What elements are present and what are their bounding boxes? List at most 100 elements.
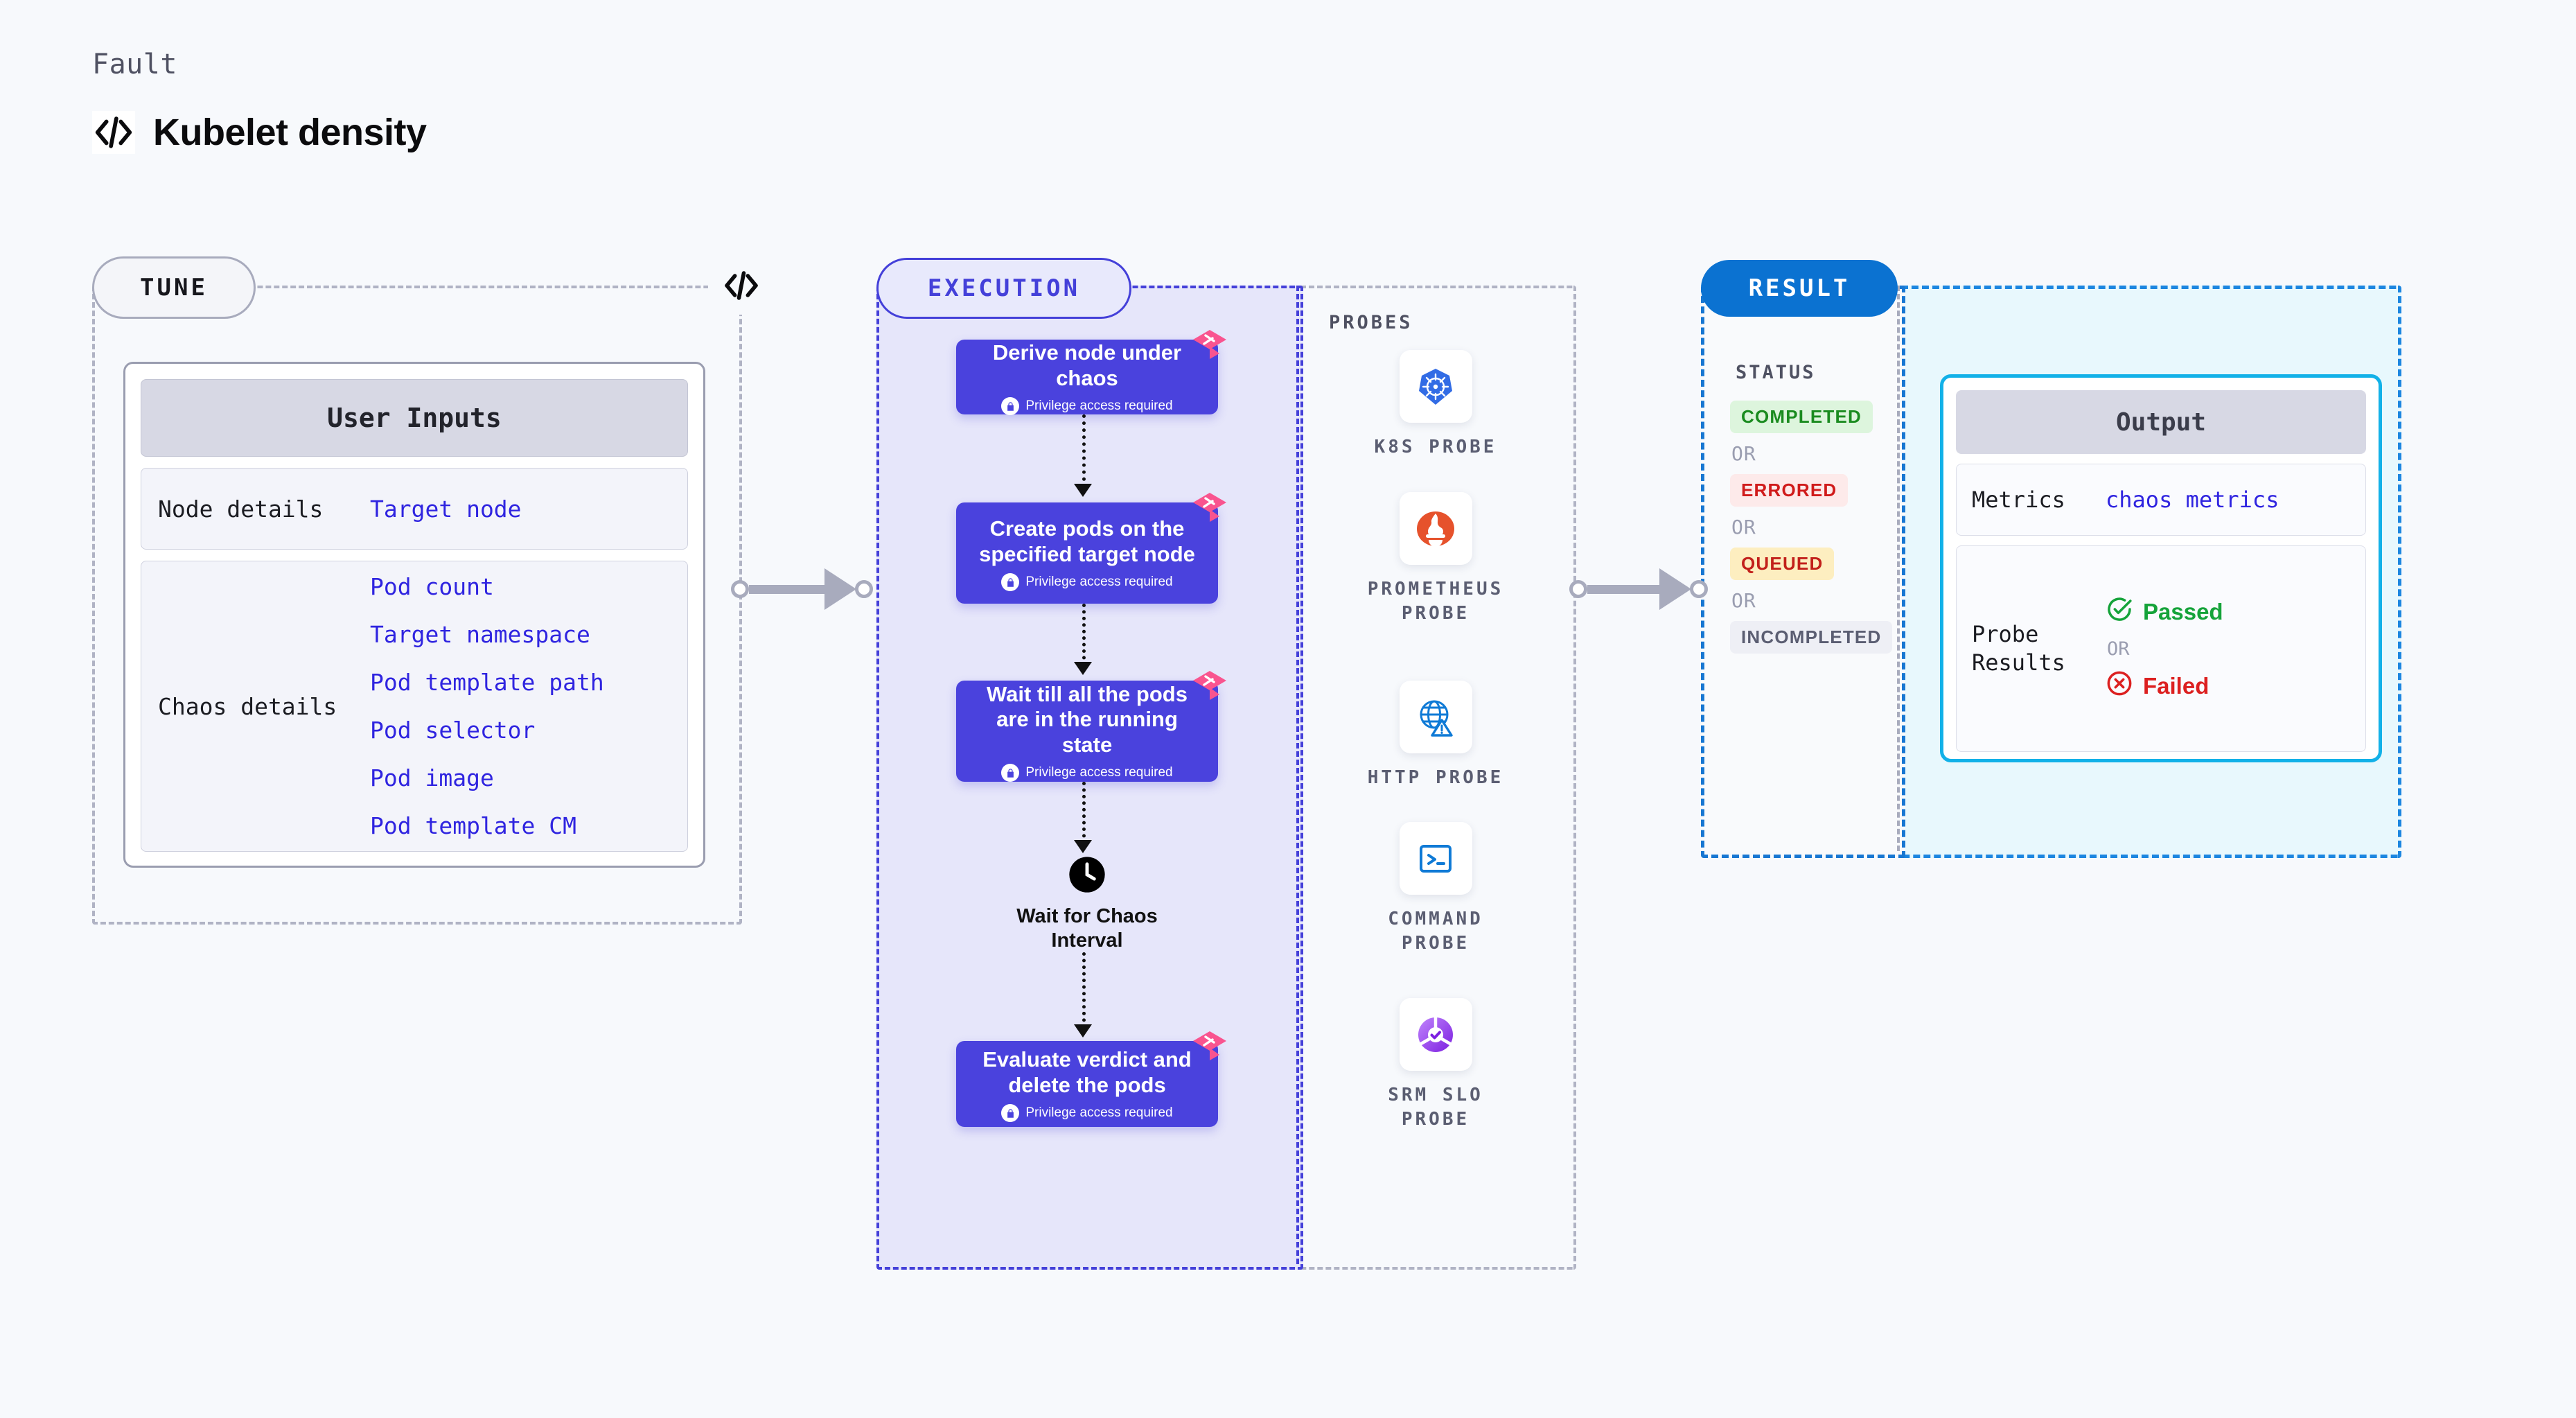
status-title: STATUS [1736, 362, 1816, 383]
output-metrics-row: Metrics chaos metrics [1956, 464, 2366, 536]
execution-step-1[interactable]: Derive node under chaos Privilege access… [956, 330, 1226, 416]
probe-command[interactable]: COMMAND PROBE [1298, 822, 1573, 956]
execution-step-4-title: Evaluate verdict and delete the pods [982, 1047, 1192, 1097]
input-target-node[interactable]: Target node [370, 495, 522, 523]
input-pod-count[interactable]: Pod count [370, 573, 494, 600]
harness-logo-icon [1189, 667, 1230, 703]
result-chip[interactable]: RESULT [1701, 260, 1898, 317]
execution-step-3-privilege-text: Privilege access required [1025, 765, 1173, 780]
verdict-passed: Passed [2106, 595, 2223, 629]
output-metrics-label: Metrics [1972, 486, 2065, 513]
status-badge-errored: ERRORED [1730, 474, 1849, 507]
prometheus-icon [1399, 492, 1472, 565]
status-or-2: OR [1731, 516, 1756, 539]
status-or-3: OR [1731, 589, 1756, 612]
verdict-passed-label: Passed [2143, 598, 2223, 624]
execution-step-4-privilege: Privilege access required [1001, 1104, 1173, 1123]
probe-srm-slo[interactable]: SRM SLO PROBE [1298, 998, 1573, 1132]
connector-execution-to-result [1569, 568, 1708, 610]
harness-logo-icon [1189, 1027, 1230, 1063]
execution-step-2-privilege: Privilege access required [1001, 573, 1173, 592]
lock-icon [1001, 397, 1020, 416]
clock-icon [1068, 855, 1106, 898]
execution-step-1-privilege-text: Privilege access required [1025, 399, 1173, 414]
execution-arrow-4-head [1074, 1024, 1092, 1038]
page-title: Kubelet density [153, 112, 427, 153]
wait-for-chaos-interval-node: Wait for Chaos Interval [876, 855, 1298, 953]
probe-k8s[interactable]: K8S PROBE [1298, 350, 1573, 459]
chaos-details-values: Pod count Target namespace Pod template … [370, 573, 604, 839]
status-list: COMPLETED OR ERRORED OR QUEUED OR INCOMP… [1730, 401, 1903, 654]
execution-arrow-3 [1082, 782, 1086, 844]
execution-arrow-2 [1082, 604, 1086, 666]
input-pod-template-path[interactable]: Pod template path [370, 669, 604, 696]
input-pod-image[interactable]: Pod image [370, 764, 494, 791]
result-output-divider [1897, 286, 1900, 851]
lock-icon [1001, 764, 1020, 782]
node-details-section: Node details Target node [141, 468, 688, 550]
node-details-values: Target node [370, 496, 522, 523]
output-probe-results-row: Probe Results Passed OR [1956, 545, 2366, 752]
connector-start-dot [1569, 580, 1587, 598]
harness-logo-icon [1189, 489, 1230, 525]
execution-step-3-title: Wait till all the pods are in the runnin… [987, 681, 1188, 757]
wait-for-chaos-interval-label: Wait for Chaos Interval [1016, 905, 1158, 952]
execution-arrow-1-head [1074, 484, 1092, 497]
kubernetes-icon [1399, 350, 1472, 423]
execution-chip[interactable]: EXECUTION [876, 258, 1131, 319]
connector-end-dot [1690, 580, 1708, 598]
execution-step-4[interactable]: Evaluate verdict and delete the pods Pri… [956, 1031, 1226, 1127]
connector-start-dot [731, 580, 749, 598]
status-badge-completed: COMPLETED [1730, 401, 1873, 433]
page-eyebrow: Fault [92, 49, 177, 80]
probe-prometheus-label: PROMETHEUS PROBE [1367, 579, 1504, 624]
chaos-details-label: Chaos details [158, 692, 337, 720]
user-inputs-title: User Inputs [141, 379, 688, 457]
execution-step-3[interactable]: Wait till all the pods are in the runnin… [956, 671, 1226, 782]
input-target-namespace[interactable]: Target namespace [370, 621, 590, 648]
output-probe-results-label: Probe Results [1972, 621, 2065, 676]
check-circle-icon [2106, 595, 2133, 629]
probe-http-label: HTTP PROBE [1367, 767, 1504, 788]
execution-arrow-1 [1082, 414, 1086, 488]
execution-step-1-privilege: Privilege access required [1001, 397, 1173, 416]
http-globe-warning-icon [1399, 681, 1472, 753]
execution-step-2[interactable]: Create pods on the specified target node… [956, 493, 1226, 604]
probe-http[interactable]: HTTP PROBE [1298, 681, 1573, 790]
execution-arrow-2-head [1074, 662, 1092, 675]
input-pod-selector[interactable]: Pod selector [370, 717, 536, 744]
page-title-row: Kubelet density [92, 111, 427, 154]
probe-srm-slo-label: SRM SLO PROBE [1388, 1085, 1483, 1130]
execution-arrow-3-head [1074, 840, 1092, 853]
x-circle-icon [2106, 669, 2133, 703]
tune-code-icon [708, 256, 775, 315]
verdict-or: OR [2107, 638, 2130, 660]
tune-panel [92, 286, 742, 925]
tune-chip[interactable]: TUNE [92, 256, 256, 319]
execution-step-3-privilege: Privilege access required [1001, 764, 1173, 782]
verdict-failed: Failed [2106, 669, 2223, 703]
status-badge-incompleted: INCOMPLETED [1730, 621, 1893, 654]
connector-arrow-head [824, 568, 856, 610]
connector-bar [1587, 584, 1661, 594]
user-inputs-card: User Inputs Node details Target node Cha… [123, 362, 705, 868]
terminal-icon [1399, 822, 1472, 895]
connector-bar [749, 584, 826, 594]
execution-step-2-privilege-text: Privilege access required [1025, 575, 1173, 590]
probe-k8s-label: K8S PROBE [1374, 437, 1497, 457]
output-verdicts: Passed OR Failed [2106, 595, 2223, 703]
status-badge-queued: QUEUED [1730, 548, 1835, 580]
input-pod-template-cm[interactable]: Pod template CM [370, 812, 577, 839]
code-icon [92, 111, 135, 154]
output-metrics-value[interactable]: chaos metrics [2106, 487, 2279, 513]
output-card-title: Output [1956, 390, 2366, 454]
srm-slo-icon [1399, 998, 1472, 1071]
execution-probes-divider [1296, 286, 1299, 1264]
probes-panel [1298, 286, 1576, 1270]
output-card: Output Metrics chaos metrics Probe Resul… [1940, 374, 2382, 762]
execution-steps-column: Derive node under chaos Privilege access… [876, 286, 1298, 1264]
verdict-failed-label: Failed [2143, 672, 2209, 699]
probe-prometheus[interactable]: PROMETHEUS PROBE [1298, 492, 1573, 626]
harness-logo-icon [1189, 326, 1230, 362]
